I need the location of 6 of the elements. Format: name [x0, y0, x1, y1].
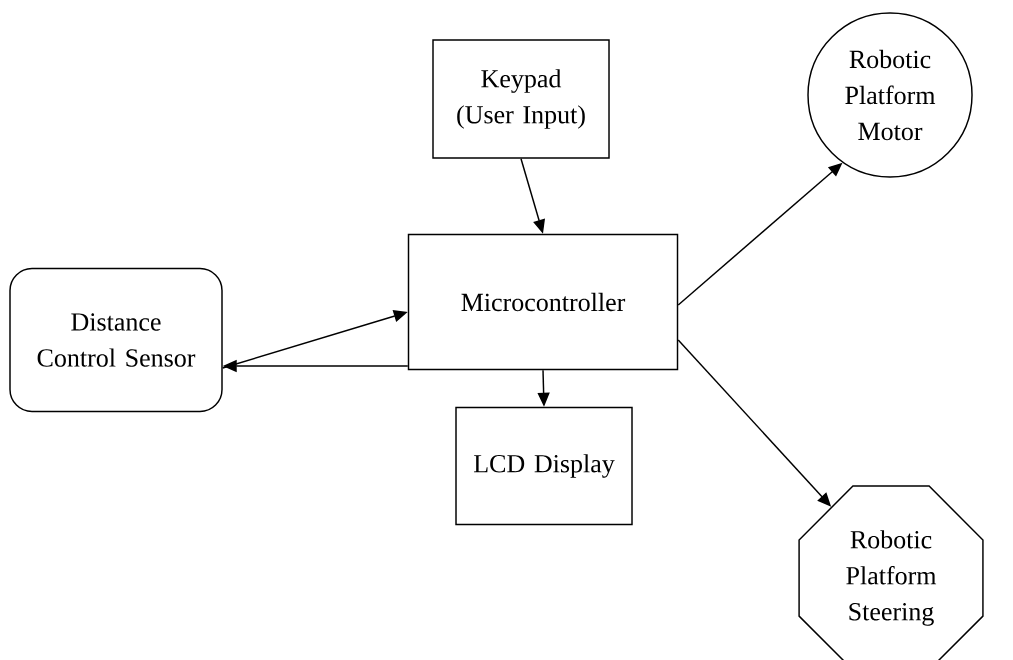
rounded-box: Distance Control Sensor	[9, 267, 223, 413]
process-box: Keypad (User Input)	[432, 39, 610, 159]
process-box: LCD Display	[455, 406, 633, 526]
octagon-node: Robotic Platform Steering	[798, 485, 984, 660]
circle-node: Robotic Platform Motor	[807, 12, 973, 178]
process-box: Microcontroller	[407, 233, 679, 371]
